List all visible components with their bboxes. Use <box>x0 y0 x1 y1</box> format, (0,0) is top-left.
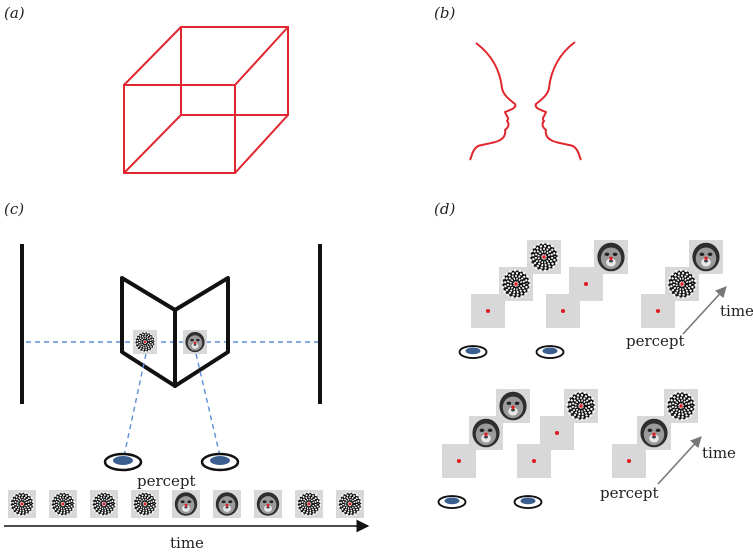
checkerboard-icon <box>562 389 600 423</box>
checkerboard-icon <box>88 490 120 518</box>
panel-d-top-time-label: time <box>720 302 753 320</box>
face-icon <box>172 490 200 518</box>
checkerboard-icon <box>334 490 366 518</box>
panel-d-bottom-percept-label: percept <box>600 484 659 502</box>
checkerboard-icon <box>293 490 325 518</box>
time-arrow <box>682 286 727 335</box>
left-eye-sight-line <box>123 353 147 457</box>
panel-a-label: (a) <box>4 4 25 22</box>
eye-icon <box>535 345 565 359</box>
eye-icon <box>200 452 240 472</box>
mirror-pair <box>120 276 230 388</box>
checkerboard-icon <box>662 389 700 423</box>
panel-d-bottom-time-label: time <box>702 444 736 462</box>
time-arrow <box>657 436 702 485</box>
eye-icon <box>513 495 543 509</box>
panel-b-label: (b) <box>434 4 455 22</box>
stereoscope <box>20 244 322 472</box>
face-icon <box>213 490 241 518</box>
eye-icon <box>103 452 143 472</box>
face-icon <box>496 389 530 423</box>
panel-c-percept-label: percept <box>137 472 196 490</box>
panel-d-top-percept-label: percept <box>626 332 685 350</box>
eye-icon <box>437 495 467 509</box>
rubin-face-vase <box>469 41 582 161</box>
panel-c-time-label: time <box>170 534 204 552</box>
panel-d-bottom-sequence <box>437 389 702 509</box>
necker-cube <box>123 26 289 174</box>
checkerboard-icon <box>132 330 158 354</box>
face-icon <box>594 240 628 274</box>
checkerboard-icon <box>47 490 79 518</box>
panel-c-label: (c) <box>4 200 24 218</box>
face-icon <box>689 240 723 274</box>
checkerboard-icon <box>129 490 161 518</box>
face-icon <box>183 330 207 354</box>
time-strip <box>6 490 366 518</box>
panel-d-label: (d) <box>434 200 455 218</box>
eye-icon <box>458 345 488 359</box>
panel-d-top-sequence <box>458 240 727 359</box>
face-icon <box>254 490 282 518</box>
checkerboard-icon <box>6 490 38 518</box>
checkerboard-icon <box>525 240 563 274</box>
